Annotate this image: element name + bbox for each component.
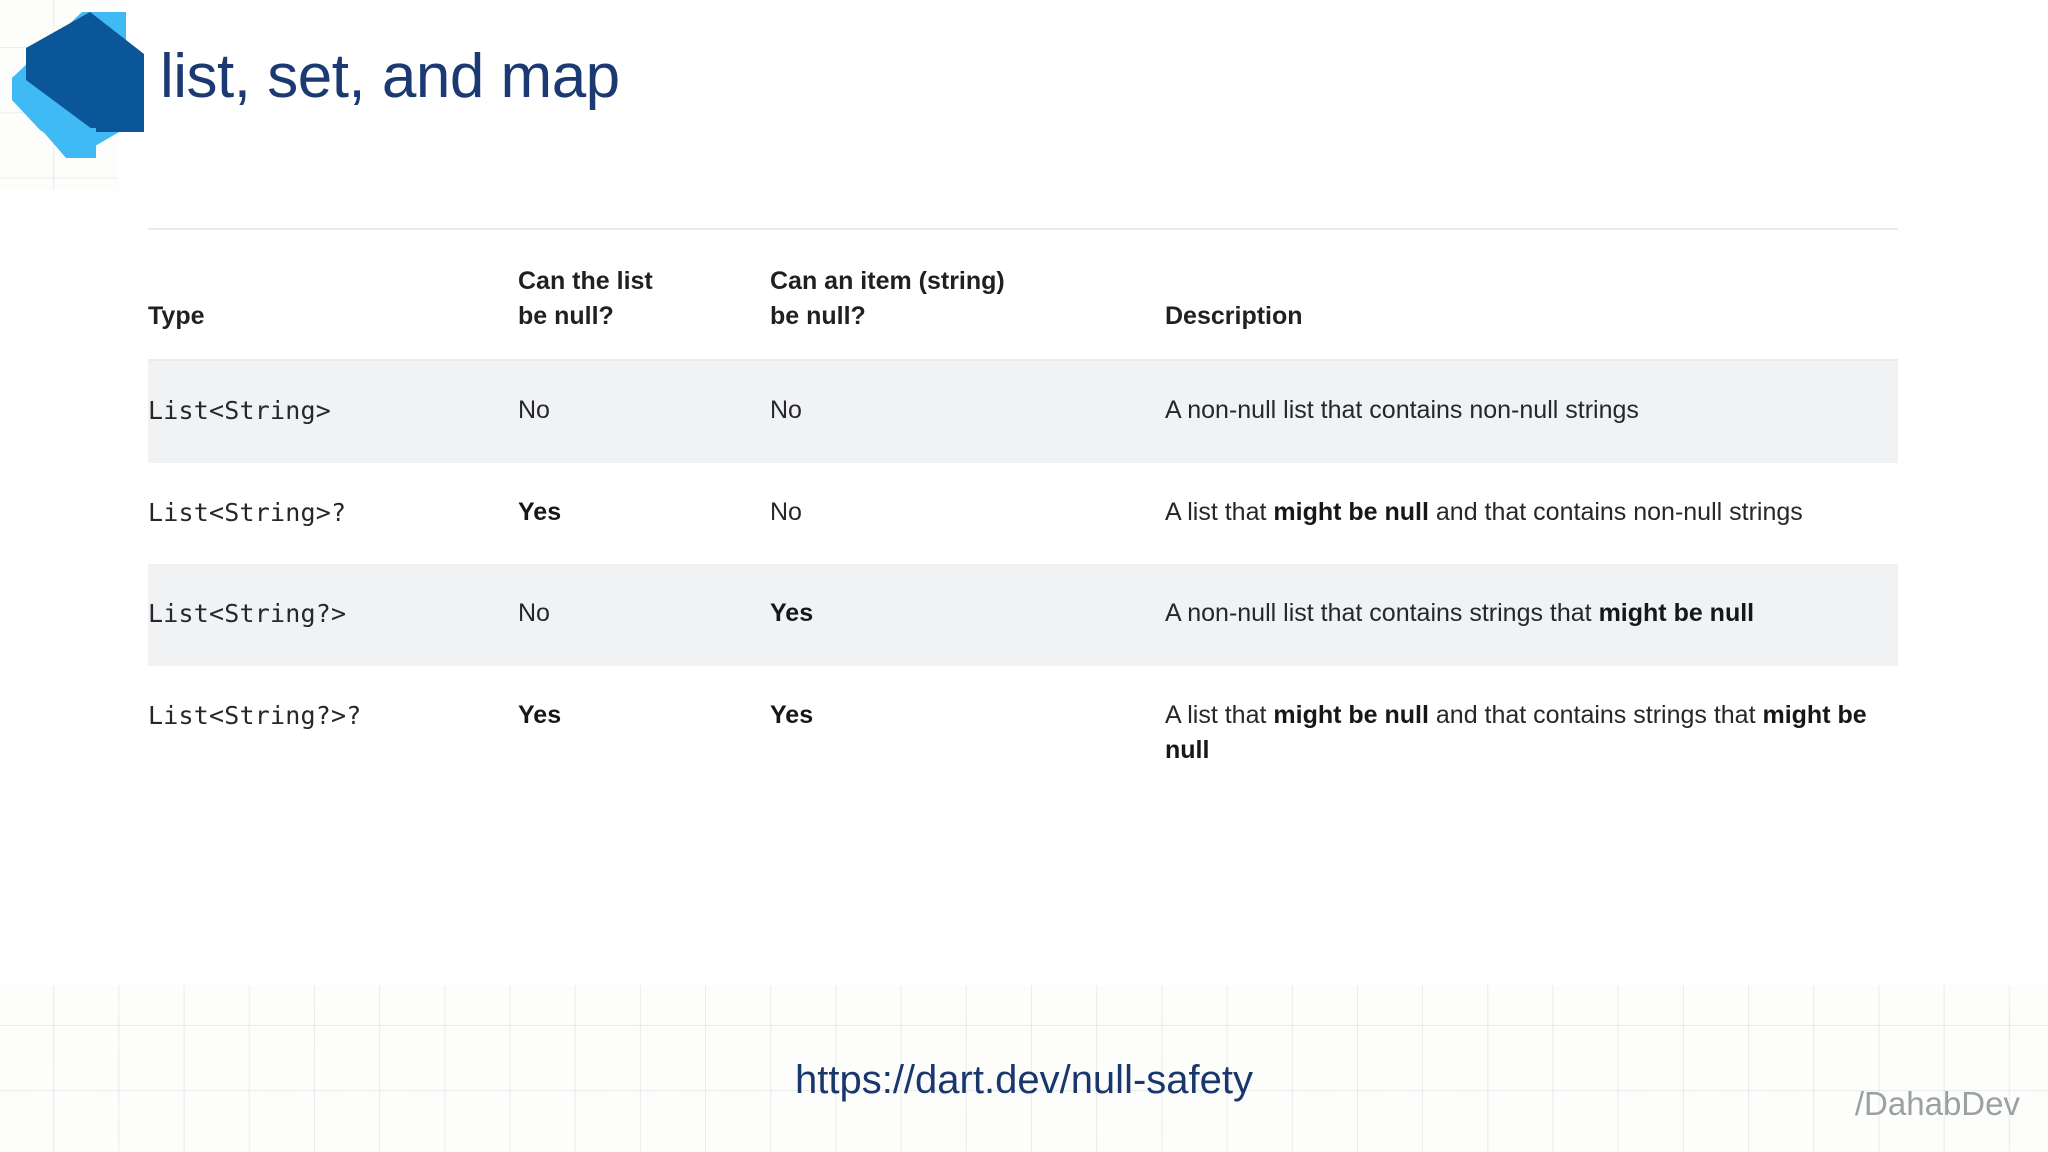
null-safety-table: Type Can the list be null? Can an item (… — [148, 228, 1898, 803]
table-header-row: Type Can the list be null? Can an item (… — [148, 229, 1898, 360]
description-text: and that contains non-null strings — [1428, 497, 1803, 526]
description-emphasis: might be null — [1273, 497, 1429, 526]
column-header-item-null: Can an item (string) be null? — [770, 229, 1165, 360]
cell-description: A non-null list that contains non-null s… — [1165, 360, 1898, 463]
cell-list-can-be-null: Yes — [518, 700, 562, 729]
description-text: A list that — [1165, 497, 1274, 526]
cell-list-can-be-null: No — [518, 599, 550, 627]
table: Type Can the list be null? Can an item (… — [148, 228, 1898, 803]
description-text: and that contains strings that — [1428, 700, 1763, 729]
column-header-description: Description — [1165, 229, 1898, 360]
table-header: Type Can the list be null? Can an item (… — [148, 229, 1898, 360]
cell-description: A list that might be null and that conta… — [1165, 666, 1898, 803]
description-emphasis: might be null — [1273, 700, 1429, 729]
cell-item-can-be-null: No — [770, 497, 802, 526]
column-header-type: Type — [148, 229, 518, 360]
description-emphasis: might be null — [1165, 700, 1867, 765]
column-header-type-label: Type — [148, 301, 205, 330]
column-header-list-null-line1: Can the list — [518, 267, 653, 295]
footer-link[interactable]: https://dart.dev/null-safety — [0, 1058, 2048, 1103]
dart-logo-icon — [4, 8, 150, 160]
cell-type: List<String> — [148, 396, 332, 425]
page-title: list, set, and map — [160, 42, 620, 111]
table-row: List<String?>? Yes Yes A list that might be… — [148, 666, 1898, 803]
description-text: A non-null list that contains strings th… — [1165, 599, 1599, 627]
cell-type: List<String?> — [148, 599, 347, 628]
table-row: List<String>? Yes No A list that might be n… — [148, 463, 1898, 565]
author-handle: /DahabDev — [1854, 1085, 2020, 1122]
cell-type: List<String?>? — [148, 700, 362, 730]
description-text: A list that — [1165, 700, 1274, 729]
cell-description: A list that might be null and that conta… — [1165, 463, 1898, 565]
table-row: List<String?> No Yes A non-null list that c… — [148, 564, 1898, 666]
column-header-list-null: Can the list be null? — [518, 229, 770, 360]
cell-list-can-be-null: Yes — [518, 497, 562, 526]
cell-item-can-be-null: Yes — [770, 599, 814, 627]
cell-item-can-be-null: No — [770, 396, 802, 424]
footer-link-text: https://dart.dev/null-safety — [794, 1058, 1253, 1102]
description-emphasis: might be null — [1598, 599, 1755, 627]
cell-type: List<String>? — [148, 497, 347, 527]
cell-description: A non-null list that contains strings th… — [1165, 564, 1898, 666]
content-backdrop — [0, 190, 2048, 985]
slide-header: list, set, and map — [0, 0, 2048, 190]
column-header-description-label: Description — [1165, 301, 1303, 330]
description-text: A non-null list that contains non-null s… — [1165, 396, 1639, 424]
cell-list-can-be-null: No — [518, 396, 550, 424]
column-header-item-null-line1: Can an item (string) — [770, 267, 1005, 295]
table-row: List<String> No No A non-null list that con… — [148, 360, 1898, 463]
cell-item-can-be-null: Yes — [770, 700, 814, 729]
column-header-item-null-line2: be null? — [770, 301, 866, 330]
header-backdrop — [118, 0, 2048, 192]
column-header-list-null-line2: be null? — [518, 301, 614, 330]
